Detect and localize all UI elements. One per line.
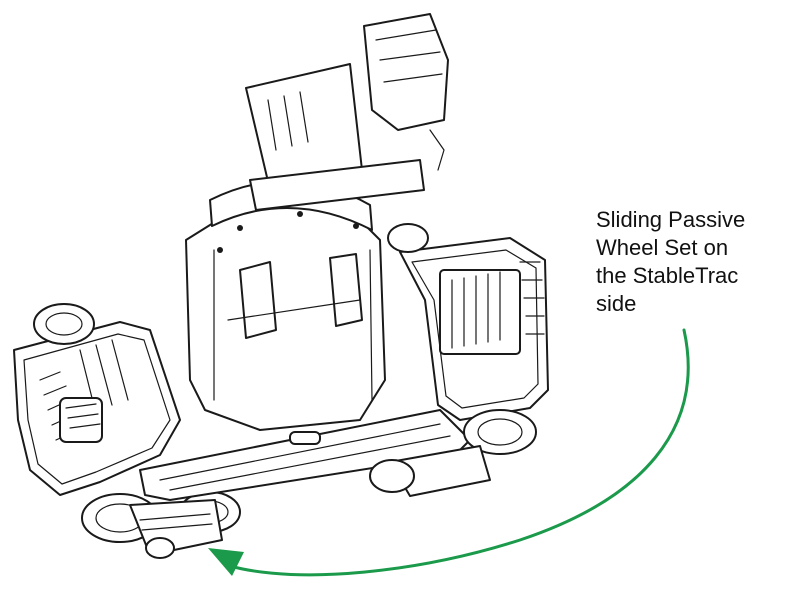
callout-line-3: the StableTrac [596, 263, 739, 288]
pan-tilt-head [245, 13, 449, 211]
callout-line-2: Wheel Set on [596, 235, 729, 260]
left-track-module [13, 321, 181, 496]
callout-line-1: Sliding Passive [596, 207, 746, 232]
central-body [185, 180, 386, 431]
curved-arrow-icon [208, 328, 690, 577]
right-wheels [369, 223, 537, 497]
right-track-module [399, 237, 549, 421]
callout-label: Sliding Passive Wheel Set on the StableT… [596, 206, 791, 318]
left-back-wheel [33, 303, 95, 345]
bottom-wheel-set [81, 491, 241, 559]
callout-line-4: side [596, 291, 637, 316]
